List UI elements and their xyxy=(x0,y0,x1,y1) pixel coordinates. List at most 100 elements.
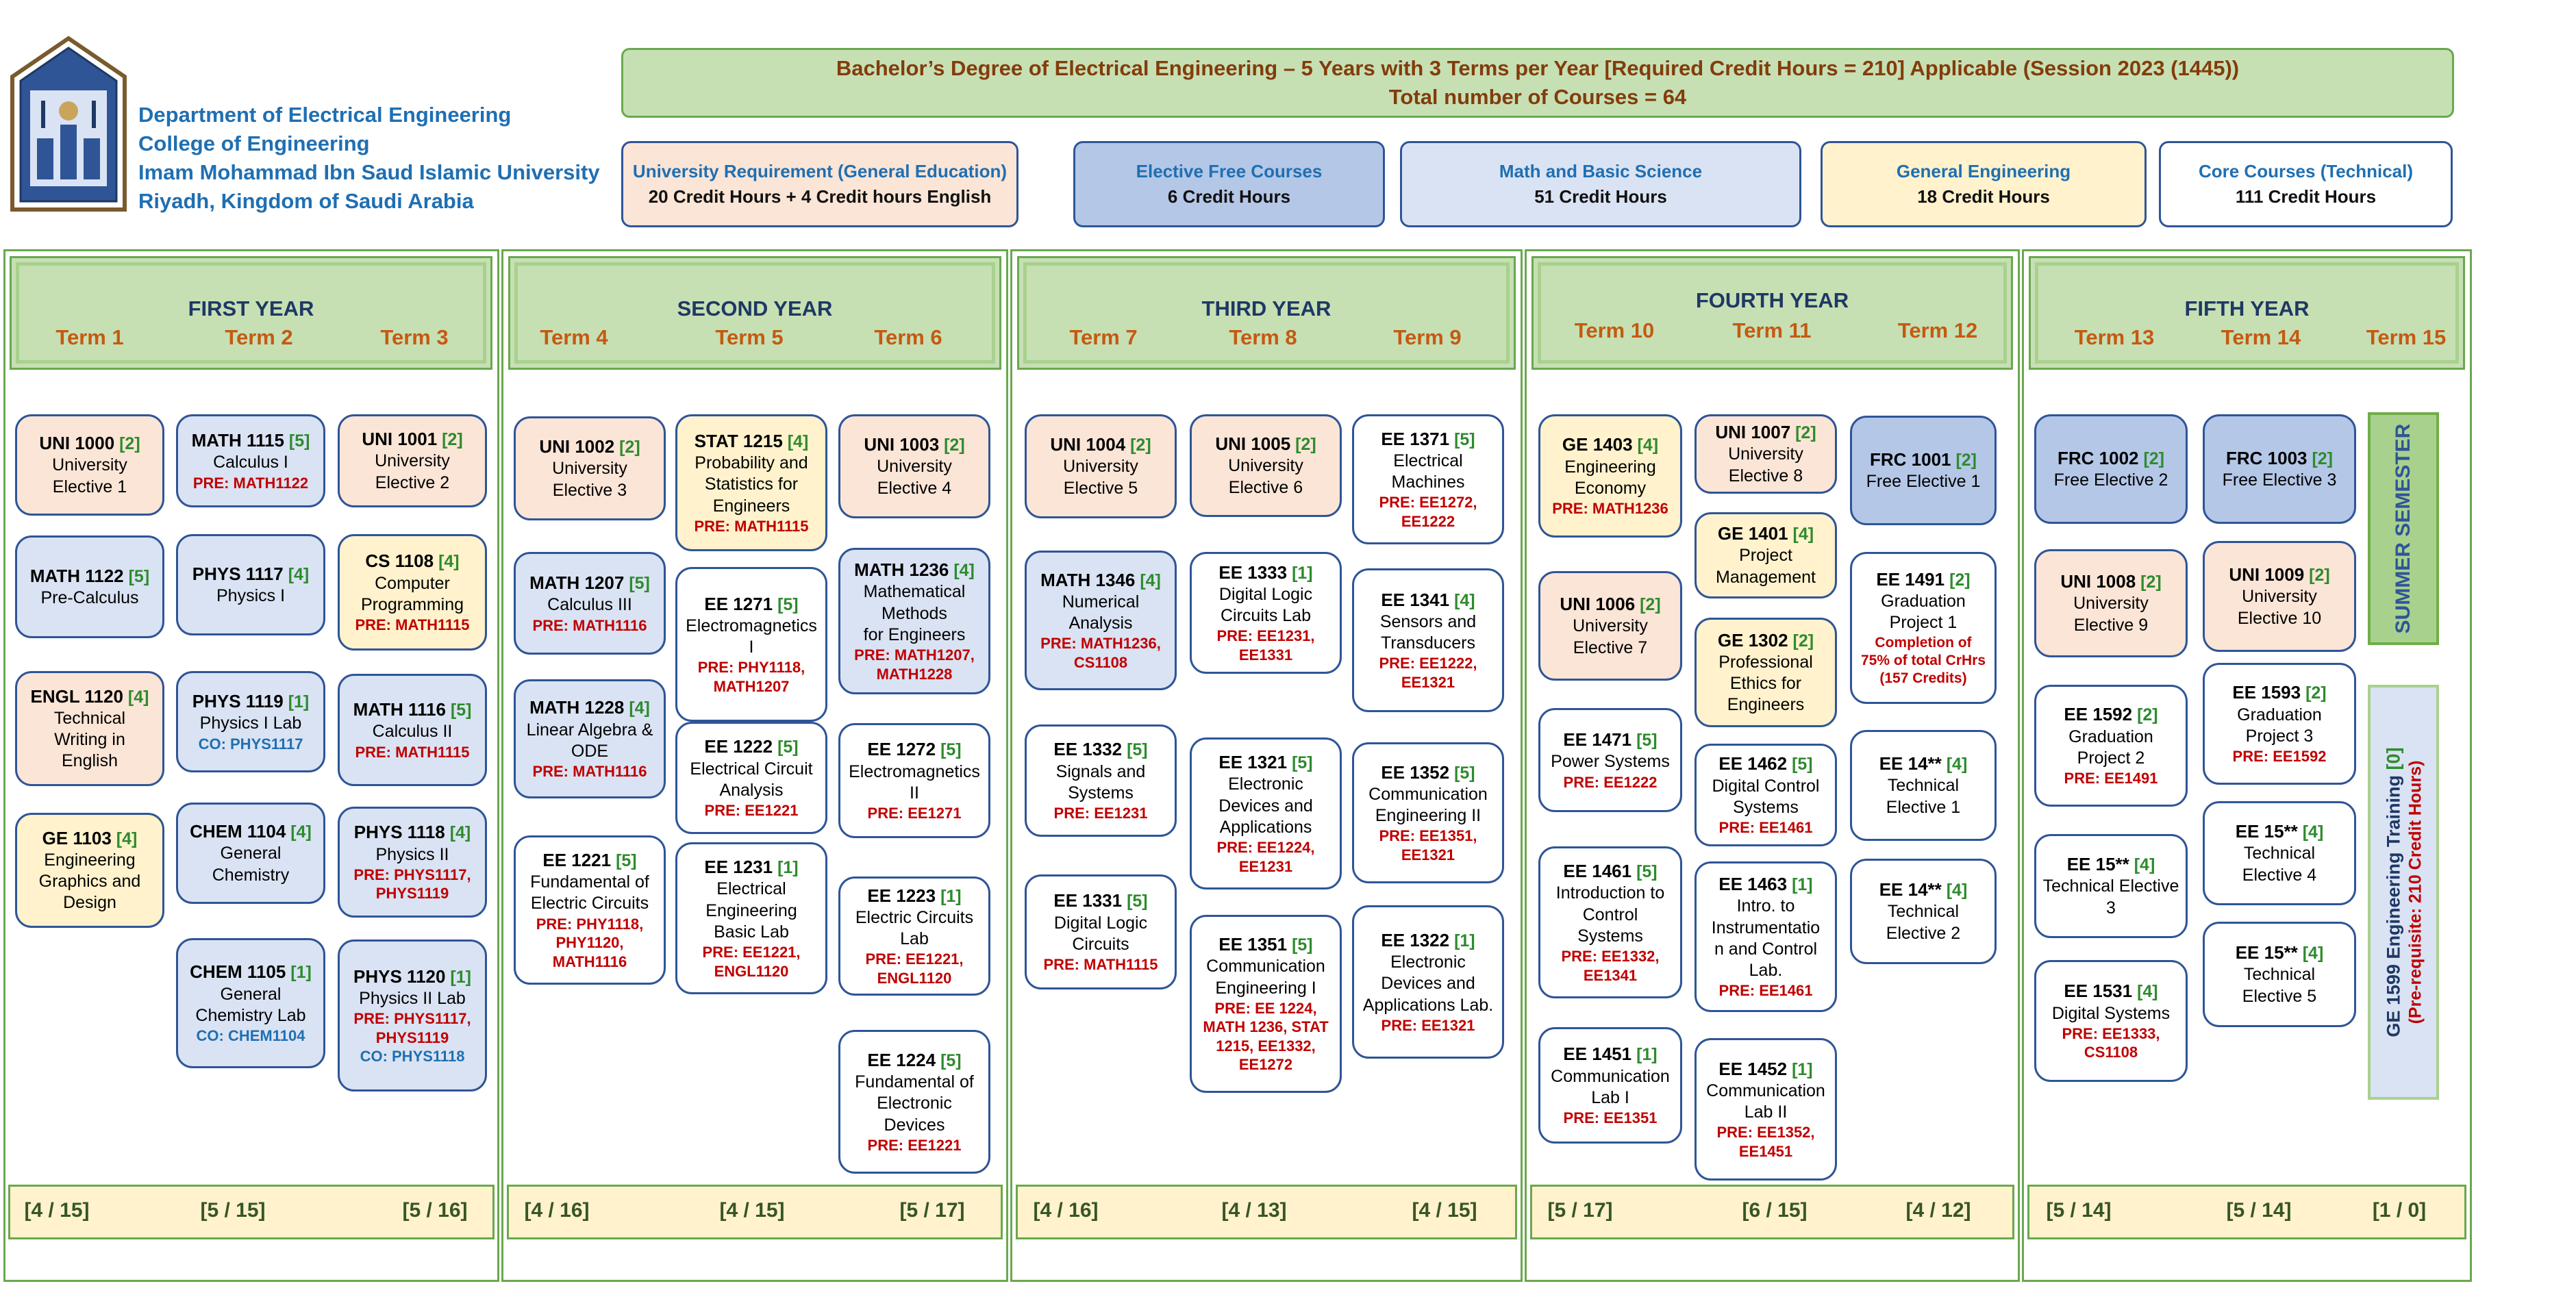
course-prerequisite: PRE: EE1321 xyxy=(1381,1016,1475,1034)
legend-general-engineering: General Engineering 18 Credit Hours xyxy=(1821,141,2147,227)
term-label: Term 11 xyxy=(1732,318,1812,342)
course-header: CHEM 1105 [1] xyxy=(190,961,312,983)
course-header: UNI 1000 [2] xyxy=(39,432,140,455)
course-code: EE 1352 xyxy=(1381,761,1450,783)
course-code: MATH 1346 xyxy=(1040,569,1136,590)
term-label: Term 8 xyxy=(1229,325,1297,349)
year-header-5: FIFTH YEAR Term 13 Term 14 Term 15 xyxy=(2029,256,2465,370)
course-prerequisite: PRE: EE1271 xyxy=(867,805,962,822)
college-name: College of Engineering xyxy=(138,131,370,155)
course-prerequisite: PRE: EE1222 xyxy=(1563,773,1658,791)
course-prerequisite: PRE: MATH1115 xyxy=(694,517,809,535)
course-credits: [1] xyxy=(1636,1045,1658,1065)
course-header: EE 1322 [1] xyxy=(1381,929,1475,952)
term-total: [4 / 16] xyxy=(1033,1199,1099,1222)
course-prerequisite: PRE: EE1221,ENGL1120 xyxy=(702,944,801,980)
course-header: EE 1352 [5] xyxy=(1381,761,1475,784)
course-code: UNI 1005 xyxy=(1215,433,1291,455)
course-credits: [2] xyxy=(1955,450,1977,470)
course-prerequisite: PRE: EE1221 xyxy=(867,1136,962,1154)
term-total: [5 / 14] xyxy=(2046,1199,2112,1222)
course-header: EE 15** [4] xyxy=(2236,942,2324,964)
course-header: EE 1272 [5] xyxy=(867,738,961,761)
course-frc-1003: FRC 1003 [2]Free Elective 3 xyxy=(2203,414,2356,524)
course-code: EE 1321 xyxy=(1218,752,1288,772)
course-header: EE 1271 [5] xyxy=(704,593,798,616)
term-total: [5 / 15] xyxy=(200,1199,266,1222)
course-code: PHYS 1120 xyxy=(353,966,446,987)
course-header: GE 1403 [4] xyxy=(1562,433,1658,456)
course-header: GE 1401 [4] xyxy=(1718,522,1814,545)
course-prerequisite: PRE: EE1221 xyxy=(704,802,799,820)
course-header: MATH 1236 [4] xyxy=(854,559,975,581)
course-name: Linear Algebra &ODE xyxy=(526,720,653,761)
course-credits: [1] xyxy=(1454,931,1475,950)
course-credits: [4] xyxy=(2134,855,2155,875)
term-total: [4 / 15] xyxy=(719,1199,785,1222)
course-code: UNI 1000 xyxy=(39,433,115,454)
course-header: GE 1302 [2] xyxy=(1718,629,1814,652)
course-credits: [5] xyxy=(940,740,962,760)
course-credits: [1] xyxy=(940,886,962,906)
course-credits: [4] xyxy=(1946,755,1968,774)
course-credits: [4] xyxy=(953,561,975,580)
course-code: MATH 1236 xyxy=(854,559,949,580)
course-code: UNI 1009 xyxy=(2229,564,2305,585)
course-credits: [4] xyxy=(787,431,809,451)
course-header: EE 1223 [1] xyxy=(867,885,961,907)
course-code: MATH 1122 xyxy=(29,565,124,586)
course-code: FRC 1002 xyxy=(2057,447,2139,468)
term-label: Term 6 xyxy=(874,325,942,349)
course-prerequisite: PRE: EE1351 xyxy=(1563,1109,1658,1127)
year-panel-3 xyxy=(1010,249,1523,1282)
year-footer-2: [4 / 16] [4 / 15] [5 / 17] xyxy=(507,1185,1003,1239)
course-code: PHYS 1119 xyxy=(192,691,284,711)
course-credits: [4] xyxy=(1792,525,1814,544)
course-header: EE 1321 [5] xyxy=(1218,751,1312,774)
term-label: Term 4 xyxy=(540,325,608,349)
term-label: Term 1 xyxy=(55,325,124,349)
course-header: STAT 1215 [4] xyxy=(695,430,809,453)
program-title-bar: Bachelor’s Degree of Electrical Engineer… xyxy=(621,48,2454,118)
course-header: PHYS 1120 [1] xyxy=(353,966,471,988)
course-header: EE 1452 [1] xyxy=(1718,1058,1812,1081)
course-code: EE 1333 xyxy=(1218,562,1288,583)
course-prerequisite: PRE: PHYS1117,PHYS1119 xyxy=(353,1010,471,1046)
location: Riyadh, Kingdom of Saudi Arabia xyxy=(138,189,474,213)
course-credits: [4] xyxy=(116,829,138,848)
course-prerequisite: PRE: EE1272,EE1222 xyxy=(1379,494,1477,530)
course-code: EE 1471 xyxy=(1563,729,1632,750)
course-header: EE 1331 [5] xyxy=(1053,890,1147,912)
course-code: GE 1401 xyxy=(1717,523,1788,544)
course-code: UNI 1004 xyxy=(1050,434,1126,455)
course-header: UNI 1004 [2] xyxy=(1050,433,1151,456)
term-label: Term 12 xyxy=(1897,318,1978,342)
course-credits: [4] xyxy=(2302,944,2324,963)
course-credits: [2] xyxy=(2137,705,2158,725)
course-code: EE 1451 xyxy=(1563,1044,1632,1065)
